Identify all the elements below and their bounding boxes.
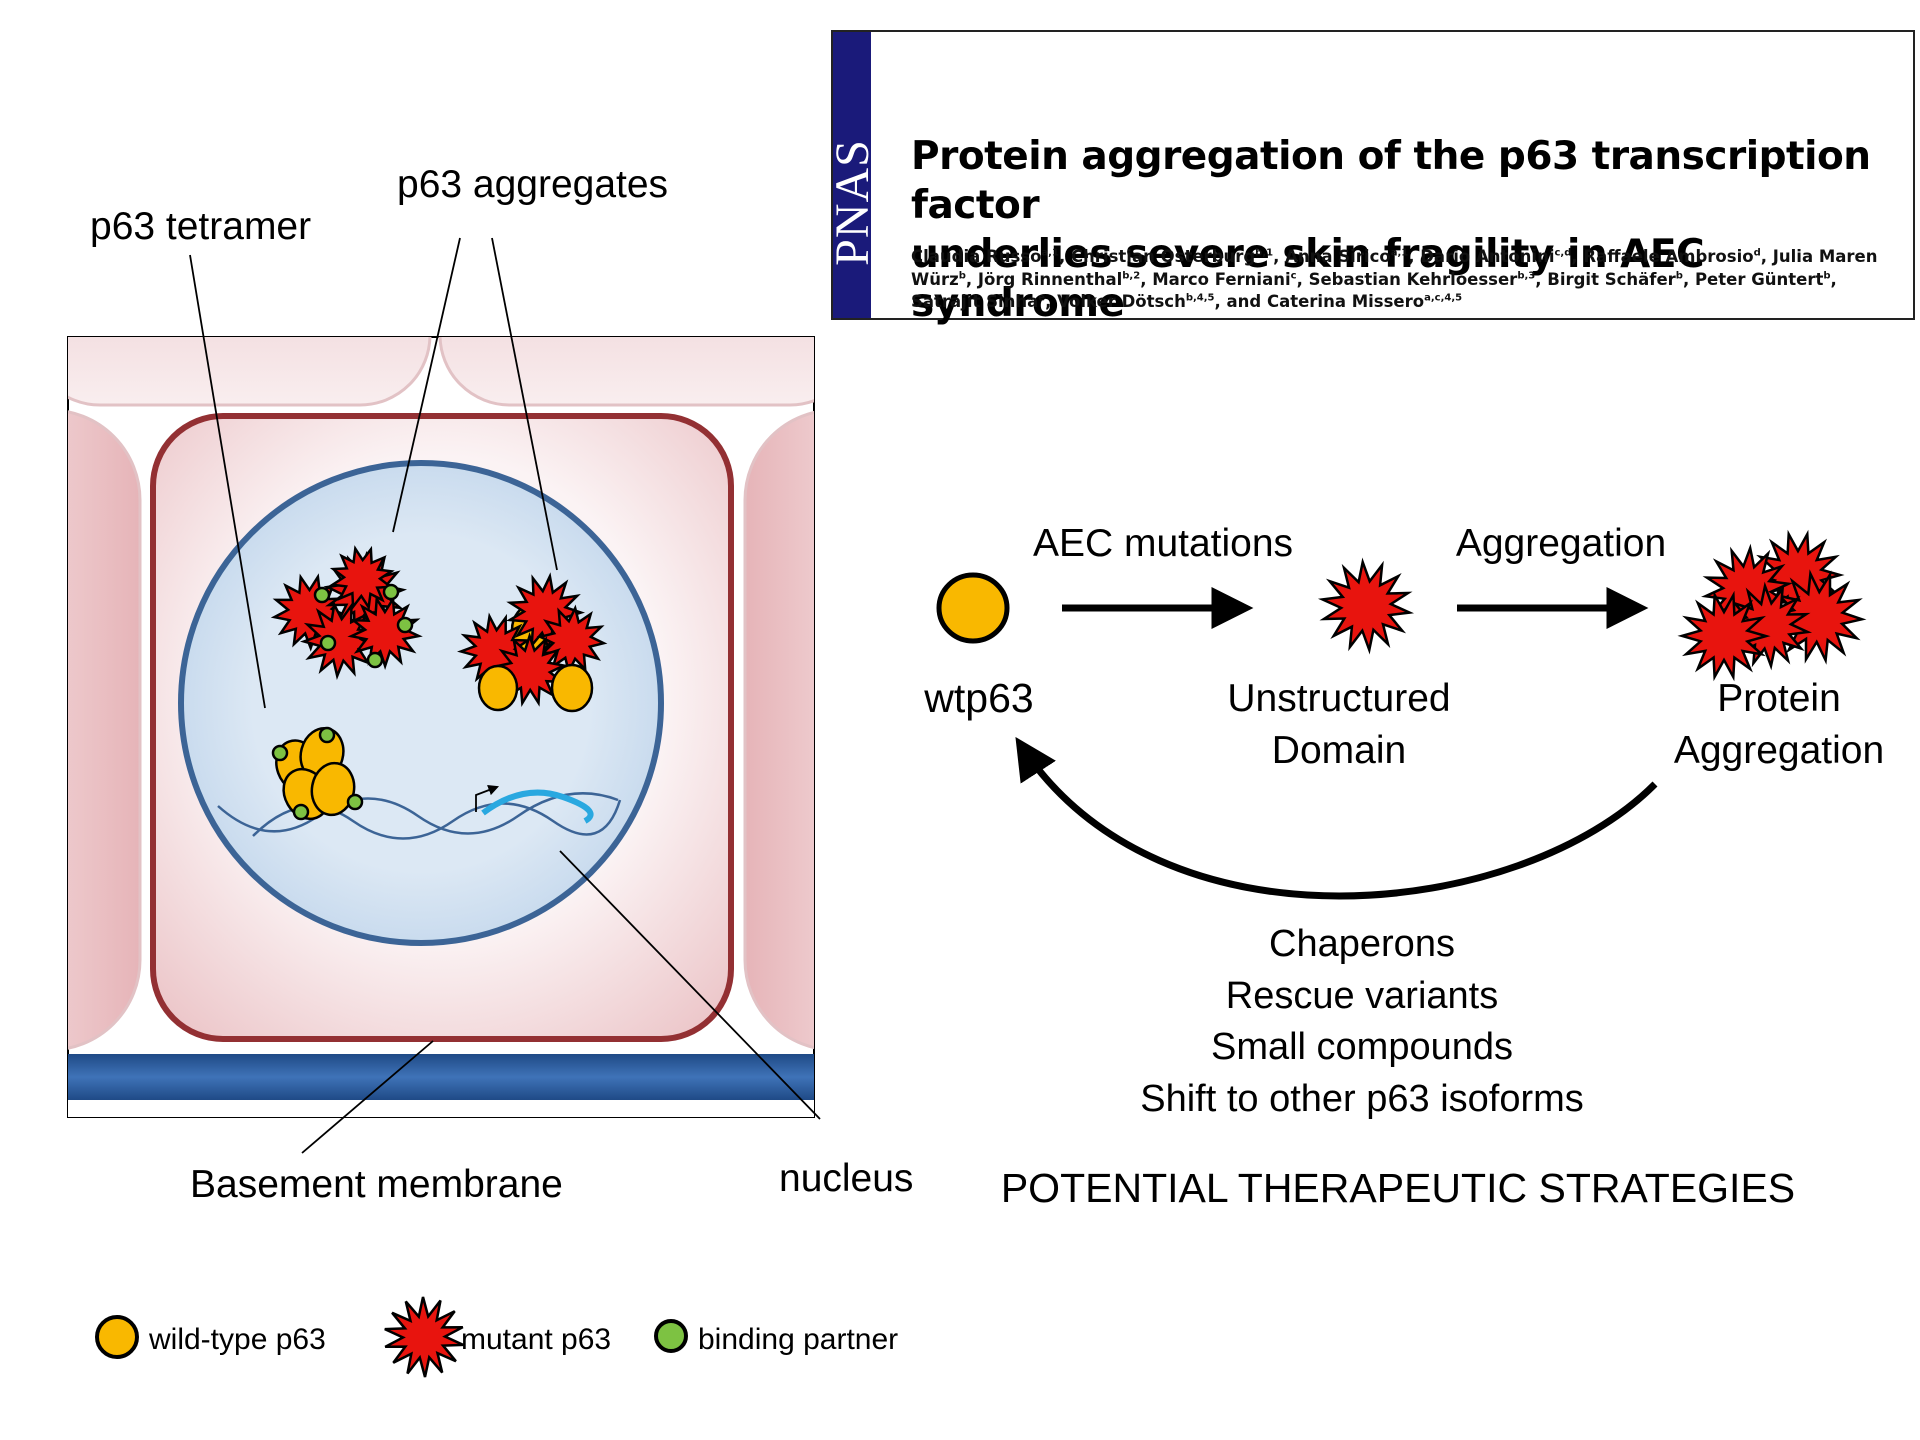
author-affiliation: b,3 <box>1517 270 1536 281</box>
paper-title-line1: Protein aggregation of the p63 transcrip… <box>911 134 1871 228</box>
wt-p63-node <box>936 572 1010 644</box>
author-affiliation: b,2 <box>1122 270 1141 281</box>
author-affiliation: a,1 <box>1390 247 1409 259</box>
aggregates-leader-1 <box>392 237 461 533</box>
paper-title: Protein aggregation of the p63 transcrip… <box>911 132 1906 328</box>
neighbor-cell-top-right <box>438 337 814 407</box>
strategy-chaperons: Chaperons <box>1269 923 1455 965</box>
strategy-isoform-shift: Shift to other p63 isoforms <box>1140 1078 1584 1120</box>
author-name: Christian Osterburg <box>1070 247 1256 266</box>
author-affiliation: b <box>1823 270 1831 281</box>
p63-tetramer <box>271 726 364 821</box>
neighbor-cell-top-left <box>68 337 432 407</box>
strategy-small-compounds: Small compounds <box>1211 1026 1513 1068</box>
label-protein-aggregation-1: Protein <box>1717 677 1841 720</box>
nucleus-leader <box>559 850 821 1120</box>
author-name: Sebastian Kehrloesser <box>1308 269 1518 289</box>
aggregates-leader-2 <box>491 237 558 571</box>
author-affiliation: b <box>1675 270 1683 281</box>
basement-leader <box>301 1040 434 1154</box>
binding-partner-shape <box>319 634 337 652</box>
neighbor-cell-left <box>68 410 142 1050</box>
label-unstructured-1: Unstructured <box>1227 677 1450 720</box>
tissue-panel <box>67 336 815 1118</box>
author-name: Dario Antonini <box>1420 247 1555 266</box>
label-unstructured-2: Domain <box>1272 729 1406 772</box>
binding-partner-shape <box>396 616 414 634</box>
neighbor-cell-right <box>743 410 814 1050</box>
label-protein-aggregation-2: Aggregation <box>1674 729 1884 772</box>
mutant-p63-shape <box>1677 590 1771 682</box>
author-affiliation: b <box>958 270 966 281</box>
paper-authors: Claudia Russoa,1, Christian Osterburgb,1… <box>911 247 1878 311</box>
pathway: AEC mutations Aggregation wtp63 Unstruct… <box>923 522 1884 1211</box>
author-name: Raffaele Ambrosio <box>1583 247 1754 266</box>
wild-type-p63-shape <box>550 663 594 713</box>
rescue-arrow <box>1015 736 1658 900</box>
target-gene <box>481 789 594 824</box>
label-aggregation-step: Aggregation <box>1456 522 1666 565</box>
author-affiliation: a,c,4,5 <box>1424 292 1463 304</box>
tetramer-leader <box>189 254 266 709</box>
legend-binding-partner-icon <box>654 1319 688 1353</box>
author-affiliation: e <box>1038 292 1046 304</box>
author-affiliation: b,1 <box>1255 247 1274 259</box>
nucleus <box>178 460 664 946</box>
author-name: Satrajit Sinha <box>911 292 1039 311</box>
legend-mutant-shape <box>384 1296 464 1378</box>
author-affiliation: d <box>1753 247 1761 259</box>
aggregation-cluster-node <box>1677 529 1867 682</box>
mutant-p63-shape <box>505 572 586 652</box>
author-name: Caterina Missero <box>1266 292 1425 311</box>
pnas-strip <box>833 32 871 318</box>
legend-wild-type-icon <box>95 1315 139 1359</box>
author-name: Julia Maren Würz <box>911 247 1878 289</box>
basement-membrane-band <box>68 1054 814 1100</box>
author-affiliation: b,4,5 <box>1185 292 1215 304</box>
legend-mutant-icon <box>384 1296 464 1378</box>
label-p63-aggregates: p63 aggregates <box>397 163 668 206</box>
strategies-title: POTENTIAL THERAPEUTIC STRATEGIES <box>1001 1165 1795 1211</box>
author-name: Volker Dötsch <box>1057 292 1186 311</box>
legend-wild-type-label: wild-type p63 <box>148 1323 326 1356</box>
strategy-rescue-variants: Rescue variants <box>1226 975 1498 1017</box>
label-aec-mutations: AEC mutations <box>1033 522 1293 565</box>
author-name: Jörg Rinnenthal <box>977 269 1123 289</box>
wild-type-p63-shape <box>477 664 519 712</box>
label-basement-membrane: Basement membrane <box>190 1163 563 1206</box>
legend: wild-type p63 mutant p63 binding partner <box>95 1296 898 1378</box>
paper-title-line2: underlies severe skin fragility in AEC s… <box>911 232 1705 326</box>
unstructured-p63-shape <box>1317 557 1415 655</box>
p63-aggregate-cluster-2 <box>457 572 608 713</box>
unstructured-p63-node <box>1317 557 1415 655</box>
label-wtp63: wtp63 <box>923 675 1033 721</box>
label-nucleus: nucleus <box>779 1157 913 1200</box>
label-p63-tetramer: p63 tetramer <box>90 205 311 248</box>
author-name: Marco Ferniani <box>1152 269 1291 289</box>
author-name: Claudia Russo <box>911 247 1042 266</box>
author-affiliation: c <box>1290 270 1297 281</box>
author-name: Birgit Schäfer <box>1547 269 1676 289</box>
mutant-p63-shape <box>329 545 395 611</box>
legend-binding-partner-label: binding partner <box>698 1323 898 1356</box>
author-name: Peter Güntert <box>1694 269 1824 289</box>
legend-mutant-label: mutant p63 <box>461 1323 611 1356</box>
transcription-start-arrow <box>475 785 500 812</box>
p63-aggregate-cluster-1 <box>270 545 423 680</box>
author-name: Anna Sirico <box>1285 247 1391 266</box>
author-affiliation: c,d <box>1554 247 1572 259</box>
leader-lines <box>189 237 821 1154</box>
binding-partner-shape <box>382 583 400 601</box>
binding-partner-shape <box>366 651 384 669</box>
paper-header: PNAS Protein aggregation of the p63 tran… <box>826 30 1915 326</box>
author-affiliation: a,1 <box>1041 247 1059 259</box>
binding-partner-shape <box>313 586 331 604</box>
